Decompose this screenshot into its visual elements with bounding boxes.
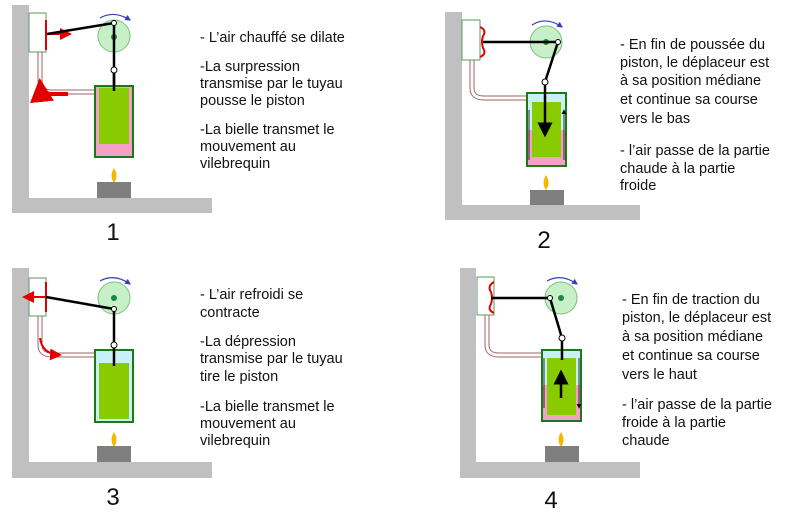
panel-4-caption-line: vers le haut bbox=[622, 367, 697, 383]
wall bbox=[12, 5, 29, 213]
flame-icon bbox=[111, 168, 117, 183]
pressure-arrow bbox=[30, 78, 68, 104]
panel-3-caption-line: contracte bbox=[200, 305, 260, 321]
rotation-arrow-icon bbox=[99, 13, 132, 21]
burner bbox=[97, 182, 131, 198]
flame-icon bbox=[558, 432, 564, 447]
panel-3-caption-line: tire le piston bbox=[200, 369, 278, 385]
panel-3-caption-line: mouvement au bbox=[200, 416, 296, 432]
panel-4-caption-line: - En fin de traction du bbox=[622, 292, 760, 308]
panel-2-caption-line: à sa position médiane bbox=[620, 73, 761, 89]
power-piston-housing bbox=[28, 12, 47, 53]
connecting-rod bbox=[46, 21, 115, 36]
panel-1-caption-line: -La surpression bbox=[200, 59, 300, 75]
panel-3-number: 3 bbox=[106, 484, 119, 511]
suction-arrow-icon bbox=[39, 337, 62, 361]
flame-icon bbox=[111, 432, 117, 447]
panel-2-caption-line: piston, le déplaceur est bbox=[620, 55, 769, 71]
panel-4-caption-line: - l’air passe de la partie bbox=[622, 397, 772, 413]
panel-3 bbox=[12, 268, 212, 478]
panel-3-caption-line: -La dépression bbox=[200, 334, 296, 350]
panel-1 bbox=[12, 5, 212, 213]
panel-4-caption-line: chaude bbox=[622, 433, 670, 449]
panel-4-caption-line: piston, le déplaceur est bbox=[622, 310, 771, 326]
panel-3-caption-line: -La bielle transmet le bbox=[200, 399, 335, 415]
panel-2-caption-line: chaude à la partie bbox=[620, 161, 735, 177]
panel-4-number: 4 bbox=[544, 487, 557, 514]
panel-3-caption-line: transmise par le tuyau bbox=[200, 351, 343, 367]
panel-4 bbox=[460, 268, 640, 478]
panel-3-caption-line: vilebrequin bbox=[200, 433, 270, 449]
floor bbox=[12, 198, 212, 213]
displacer bbox=[99, 88, 129, 144]
panel-2 bbox=[445, 12, 640, 220]
panel-1-caption-line: - L’air chauffé se dilate bbox=[200, 30, 345, 46]
panel-4-caption-line: froide à la partie bbox=[622, 415, 726, 431]
panel-4-caption-line: et continue sa course bbox=[622, 348, 760, 364]
panel-2-caption-line: - En fin de poussée du bbox=[620, 37, 765, 53]
pipe bbox=[37, 52, 95, 95]
panel-1-caption-line: vilebrequin bbox=[200, 156, 270, 172]
panel-2-caption-line: et continue sa course bbox=[620, 92, 758, 108]
panel-1-caption-line: -La bielle transmet le bbox=[200, 122, 335, 138]
flame-icon bbox=[543, 175, 549, 190]
panel-2-caption-line: vers le bas bbox=[620, 111, 690, 127]
panel-2-caption-line: froide bbox=[620, 178, 656, 194]
panel-2-caption-line: - l’air passe de la partie bbox=[620, 143, 770, 159]
panel-1-caption-line: pousse le piston bbox=[200, 93, 305, 109]
panel-2-number: 2 bbox=[537, 227, 550, 254]
panel-1-number: 1 bbox=[106, 219, 119, 246]
panel-1-caption-line: transmise par le tuyau bbox=[200, 76, 343, 92]
panel-4-caption-line: à sa position médiane bbox=[622, 329, 763, 345]
membrane bbox=[479, 26, 486, 58]
panel-1-caption-line: mouvement au bbox=[200, 139, 296, 155]
panel-3-caption-line: - L’air refroidi se bbox=[200, 287, 303, 303]
